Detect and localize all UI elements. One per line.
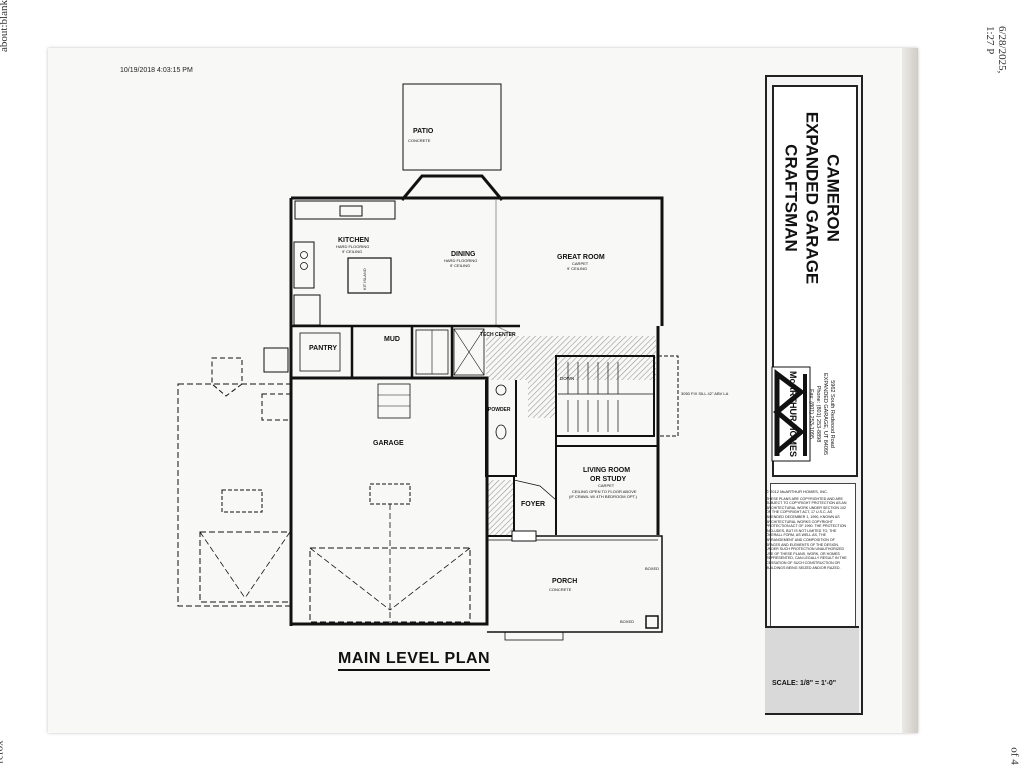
sink [339, 205, 363, 217]
mud-label: MUD [384, 336, 400, 343]
optional-garage-bay [177, 383, 291, 607]
garage-label: GARAGE [373, 440, 404, 447]
builder-address: 5962 South Redwood Road EXPANDED GARAGE,… [807, 364, 835, 464]
bay-nook-wall [400, 174, 504, 201]
patio-sub: CONCRETE [408, 138, 431, 143]
copyright-notice: © 2012 McARTHUR HOMES, INC. These plans … [766, 489, 850, 570]
pantry-label: PANTRY [309, 345, 337, 352]
stairwell [555, 355, 655, 437]
patio-label: PATIO [413, 128, 434, 135]
kit-island-label: KIT ISLAND [362, 268, 367, 290]
stair-down-label: DOWN [560, 376, 574, 381]
dining-sub1: HARD FLOORING [444, 258, 477, 263]
powder-walls [485, 380, 517, 477]
dining-label: DINING [451, 251, 476, 258]
upper-counter [294, 200, 396, 220]
builder-logo [771, 366, 811, 462]
side-counter [293, 241, 315, 289]
kitchen-sub2: 9' CEILING [342, 249, 362, 254]
living-room-label-2: OR STUDY [590, 476, 627, 483]
pantry-shelf [299, 332, 341, 372]
hall-hatch [486, 336, 656, 380]
foyer-hatch [486, 480, 514, 536]
project-style: CRAFTSMAN [781, 144, 801, 252]
scale-note: SCALE: 1/8" = 1'-0" [772, 680, 837, 687]
builder-phone: Phone: (801) 253-8898 [815, 385, 821, 443]
kitchen-sub1: HARD FLOORING [336, 244, 369, 249]
patio-slab [402, 83, 502, 171]
living-note1: CEILING OPEN TO FLOOR ABOVE [572, 489, 637, 494]
garage-walls [289, 376, 489, 626]
porch-sub: CONCRETE [549, 587, 572, 592]
fridge [293, 294, 321, 326]
foyer-label: FOYER [521, 501, 545, 508]
boxed-label-2: BOXED [620, 619, 634, 624]
kitchen-island [347, 257, 392, 294]
porch-rail [487, 535, 663, 633]
print-timestamp: 10/19/2018 4:03:15 PM [120, 67, 193, 74]
tech-center-label: TECH CENTER [480, 332, 516, 338]
builder-name: McARTHUR HOMES [788, 366, 798, 462]
scale-box [765, 626, 859, 713]
builder-fax: Fax: (801) 253-1095 [808, 389, 814, 439]
project-variant: EXPANDED GARAGE [802, 111, 822, 285]
kitchen-label: KITCHEN [338, 237, 369, 244]
project-name: CAMERON [823, 154, 843, 242]
builder-name-line1: McARTHUR [788, 370, 798, 422]
copyright-box [770, 483, 856, 628]
living-sub: CARPET [598, 483, 615, 488]
copyright-title: © 2012 McARTHUR HOMES, INC. [766, 489, 828, 494]
builder-street: 5962 South Redwood Road [829, 380, 835, 448]
copyright-body: These plans are copyrighted and are subj… [766, 496, 847, 570]
boxed-label-1: BOXED [645, 566, 659, 571]
project-title: CAMERON EXPANDED GARAGE CRAFTSMAN [781, 78, 844, 318]
plan-title: MAIN LEVEL PLAN [338, 650, 491, 671]
living-room-label: LIVING ROOM [583, 467, 630, 474]
great-room-sub2: 9' CEILING [567, 266, 587, 271]
builder-city: EXPANDED GARAGE, UT 84095 [822, 372, 828, 456]
dining-sub2: 9' CEILING [450, 263, 470, 268]
great-room-sub1: CARPET [572, 261, 589, 266]
porch-label: PORCH [552, 578, 577, 585]
scan-edge [902, 48, 918, 733]
window-note: 3050 FIX SILL 42" ABV LA [681, 391, 729, 396]
garage-steps [377, 383, 411, 419]
living-walls [555, 436, 658, 535]
builder-name-line2: HOMES [788, 424, 798, 458]
great-room-label: GREAT ROOM [557, 254, 605, 261]
living-note2: (IF CRAWL W/ 4TH BEDROOM OPT.) [569, 494, 638, 499]
powder-label: POWDER [488, 407, 511, 413]
